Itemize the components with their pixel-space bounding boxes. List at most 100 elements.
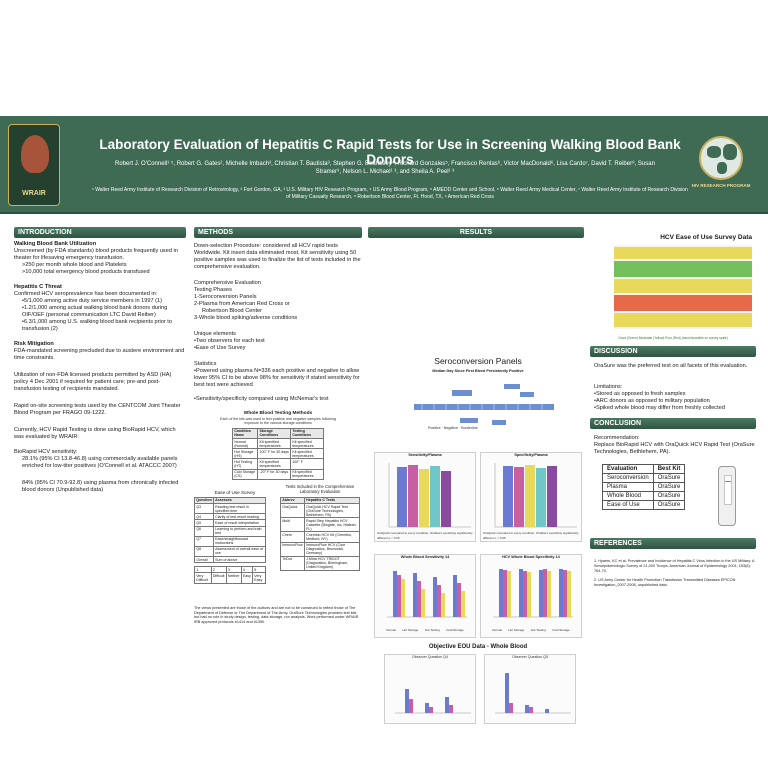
statistics-bullet: •Sensitivity/specificity compared using … xyxy=(194,396,329,402)
table-cell: Chembio HCV Kit (Chembio, Medford, NY) xyxy=(303,531,361,543)
reference-item: 1. Hyams, KC et al. Prevalence and Incid… xyxy=(594,559,755,573)
whole-blood-sensitivity-bars xyxy=(387,571,467,618)
scale-label: Difficult xyxy=(210,572,227,584)
hcv-bullet: •5/1,000 among active duty service membe… xyxy=(22,298,163,304)
plasma-specificity-note: OraQuick compared to every condition; Or… xyxy=(483,531,579,540)
plasma-sensitivity-bars xyxy=(388,463,471,528)
table-header: Hepatitis C Tests xyxy=(303,496,361,504)
statistics-title: Statistics xyxy=(194,361,217,367)
affiliations: ¹ Walter Reed Army Institute of Research… xyxy=(92,187,688,200)
recommendation-title: Recommendation: xyxy=(594,435,640,442)
methods-header: METHODS xyxy=(194,227,362,238)
table-row: Normal (Normal) Kit specified temperature… xyxy=(231,437,324,450)
table-header: Best Kit xyxy=(652,464,686,475)
comprehensive-title: Comprehensive Evaluation xyxy=(194,280,261,286)
globe-icon xyxy=(699,136,743,180)
table-cell: ImmunoFlow xyxy=(280,541,305,557)
table-cell: OraQuick xyxy=(280,502,305,519)
table-cell: Rapid Step Hepatitis HCV Cassette (Bioga… xyxy=(303,517,361,533)
risk-title: Risk Mitigation xyxy=(14,341,54,347)
table-header: Evaluation xyxy=(602,464,654,475)
table-cell: Sum of above xyxy=(212,556,267,564)
table-header: Condition Name xyxy=(231,427,259,440)
scale-number: 5 xyxy=(252,566,266,574)
table-cell: Ease/straightforward instructions xyxy=(212,535,267,547)
portrait-icon xyxy=(21,135,49,173)
sensitivity-text: 28.1% (95% CI 13.8-46.8) using commercia… xyxy=(22,456,178,469)
seroconversion-subtitle: Median Day Since First Bleed Persistentl… xyxy=(432,369,524,373)
scale-number: 2 xyxy=(210,566,227,574)
limitation-bullet: •Stored as opposed to fresh samples xyxy=(594,391,686,398)
hcv-bullet: •6.3/1,000 among U.S. walking blood bank… xyxy=(22,319,172,332)
survey-data-title: HCV Ease of Use Survey Data xyxy=(660,234,752,241)
eou-q5-title: Observer Question Q5 xyxy=(512,655,548,659)
whole-blood-methods-title: Whole Blood Testing Methods xyxy=(243,411,313,416)
phase-item: 3-Whole blood spiking/adverse conditions xyxy=(194,315,298,321)
table-cell: Q8 xyxy=(194,545,214,558)
table-cell: Cold Storage (CS) xyxy=(231,468,259,480)
test-kit-image xyxy=(718,466,736,527)
table-cell: Plasma xyxy=(602,482,654,493)
utilization-text: Utilization of non-FDA licensed products… xyxy=(14,372,172,392)
right-column: HCV Ease of Use Survey Data Good (Green)… xyxy=(590,234,756,587)
wrair-logo: WRAIR xyxy=(8,124,60,206)
wbb-text: Unscreened (by FDA standards) blood prod… xyxy=(14,248,178,261)
down-selection-text: Down-selection Procedure: considered all… xyxy=(194,243,361,270)
reference-item: 2. US Army Center for Health Promotion T… xyxy=(594,577,736,587)
disclaimer: The views presented are those of the aut… xyxy=(194,605,359,625)
eou-q5-chart: Observer Question Q5 xyxy=(484,654,576,724)
table-cell: Learning to perform and train test xyxy=(212,525,267,537)
table-cell: -20° F for 30 days xyxy=(257,468,292,480)
testing-phases: Testing Phases xyxy=(194,287,232,293)
plasma-specificity-title: Specificity/Plasma xyxy=(514,453,548,457)
introduction-header: INTRODUCTION xyxy=(14,227,186,238)
table-cell: Hot Testing (HT) xyxy=(231,458,259,470)
table-header: Storage Conditions xyxy=(257,427,292,440)
hcv-bullet: •1.2/1,000 among actual walking blood ba… xyxy=(22,305,168,318)
table-cell: J.Mitra HCV TRIDOT (Diagnostics, Birming… xyxy=(303,555,361,571)
eou-q4-title: Observer Question Q4 xyxy=(412,655,448,659)
seroconversion-legend: Positive · Negative · Borderline xyxy=(428,426,478,430)
wrair-logo-text: WRAIR xyxy=(22,190,46,197)
table-cell: Overall xyxy=(194,556,214,564)
introduction-column: INTRODUCTION Walking Blood Bank Utilizat… xyxy=(14,227,186,494)
table-cell: Normal (Normal) xyxy=(231,437,259,450)
tests-included-title: Tests Included in the Comprehensive Labo… xyxy=(285,483,355,494)
methods-column: METHODS Down-selection Procedure: consid… xyxy=(194,227,362,625)
results-column: RESULTS xyxy=(368,227,584,238)
eou-q4-bars xyxy=(395,689,471,714)
phase-item: Robertson Blood Center xyxy=(202,308,263,314)
whole-blood-methods-subtitle: Each of the kits was used to test positi… xyxy=(220,417,336,426)
wbb-bullet: >10,000 total emergency blood products t… xyxy=(22,269,150,275)
unique-bullet: •Ease of Use Survey xyxy=(194,345,246,351)
table-cell: OraSure xyxy=(652,500,686,511)
phase-item: 2-Plasma from American Red Cross or xyxy=(194,301,290,307)
table-cell: OraSure xyxy=(652,473,686,484)
table-cell: Kit specified temperatures xyxy=(290,437,324,450)
table-cell: 100° F xyxy=(290,458,324,470)
phase-item: 1-Seroconversion Panels xyxy=(194,294,257,300)
table-cell: Q6 xyxy=(194,525,214,537)
unique-elements-title: Unique elements xyxy=(194,331,236,337)
table-cell: Ease of result interpretation xyxy=(212,519,267,527)
